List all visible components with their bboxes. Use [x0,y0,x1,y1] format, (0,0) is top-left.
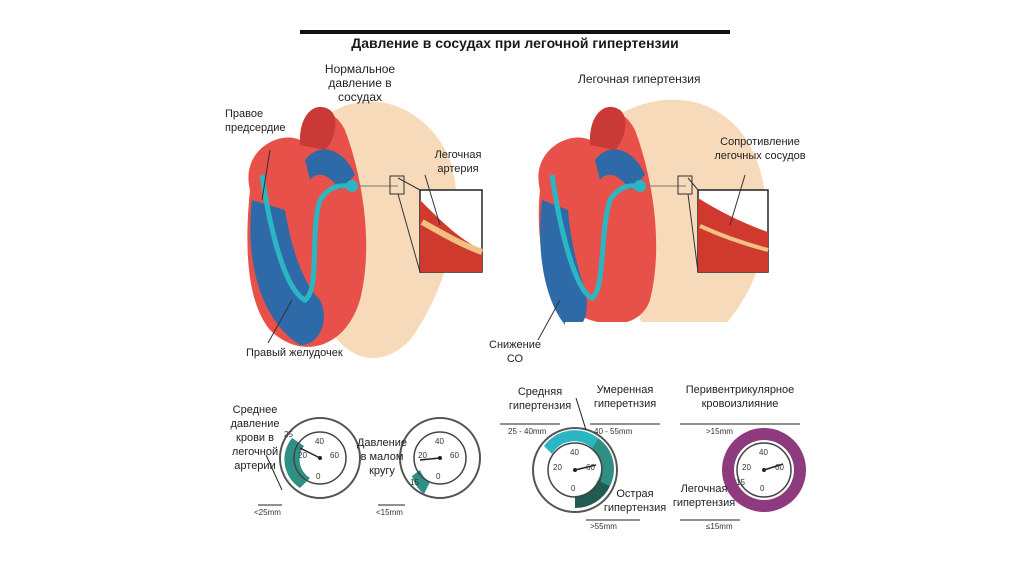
normal-heading: Нормальное давление в сосудах [305,62,415,104]
g2-mark: 15 [410,478,419,487]
g2-tick-60: 60 [450,451,459,460]
right-atrium-line2: предсердие [225,122,286,134]
pulmonary-artery-line1: Легочная [434,149,482,161]
periventricular-label: Перивентрикулярное кровоизлияние [680,383,800,411]
small-circle-line1: Давление [356,437,408,449]
co-line1: Снижение [489,339,541,351]
right-ventricle-shape-2 [540,200,587,330]
medium-range: 40 - 55mm [594,427,633,436]
medium-label: Умеренная гиперетнзия [585,383,665,411]
moderate-label: Средняя гипертензия [500,385,580,413]
co-decrease-label: Снижение СО [485,338,545,366]
g1-tick-0: 0 [316,472,321,481]
resistance-line2: легочных сосудов [714,150,806,162]
g4-tick-40: 40 [759,448,768,457]
gauge-periventricular [680,423,806,521]
hypertension-heading: Легочная гипертензия [578,72,701,86]
medium-line1: Умеренная [596,384,654,396]
lower-range: ≤15mm [706,522,733,531]
normal-heading-line1: Нормальное [324,62,396,76]
pa-mean-line1: Среднее [232,404,278,416]
g4-tick-20: 20 [742,463,751,472]
g3-tick-20: 20 [553,463,562,472]
co-line2: СО [506,353,524,365]
hypertension-heart-illustration [537,99,769,370]
resistance-label: Сопротивление легочных сосудов [710,135,810,163]
pulmonary-trunk-shape [305,149,355,190]
pulmonary-artery-label: Легочная артерия [418,148,498,176]
moderate-line2: гипертензия [508,400,572,412]
periventricular-line2: кровоизлияние [701,398,779,410]
lower-hypertension-label: Легочная гипертензия [664,482,744,510]
acute-line1: Острая [616,488,654,500]
small-circle-note: <15mm [376,508,403,517]
lower-line1: Легочная [680,483,728,495]
right-atrium-label: Правое предсердие [225,107,295,135]
gauge-pa-mean [258,417,361,506]
g2-tick-40: 40 [435,437,444,446]
g3-tick-0: 0 [571,484,576,493]
pa-mean-line5: артерии [234,460,276,472]
lower-line2: гипертензия [672,497,736,509]
catheter-line [259,174,353,303]
periventricular-upper-range: >15mm [706,427,733,436]
pa-mean-line3: крови в [236,432,274,444]
g1-mark: 25 [284,430,293,439]
acute-label: Острая гипертензия [600,487,670,515]
small-circle-label: Давление в малом кругу [352,436,412,478]
gauge-hypertension [500,397,660,521]
aorta-shape [299,106,336,150]
periventricular-line1: Перивентрикулярное [685,384,795,396]
g3-tick-60: 60 [586,463,595,472]
acute-range: >55mm [590,522,617,531]
right-atrium-line1: Правое [225,108,264,120]
g1-tick-60: 60 [330,451,339,460]
pulmonary-artery-line2: артерия [437,163,479,175]
pa-mean-line4: легочной [231,446,279,458]
gauge-small-circle [378,417,481,506]
small-circle-line3: кругу [369,465,395,477]
resistance-line1: Сопротивление [720,136,800,148]
g1-tick-20: 20 [298,451,307,460]
pa-mean-label: Среднее давление крови в легочной артери… [222,403,288,473]
medium-line2: гиперетнзия [593,398,657,410]
g4-tick-60: 60 [775,463,784,472]
g3-tick-40: 40 [570,448,579,457]
small-circle-line2: в малом [360,451,404,463]
pa-mean-note: <25mm [254,508,281,517]
g1-tick-40: 40 [315,437,324,446]
acute-line2: гипертензия [603,502,667,514]
normal-heart-illustration [247,101,484,359]
g2-tick-20: 20 [418,451,427,460]
pa-mean-line2: давление [230,418,280,430]
normal-heading-line2: давление в сосудах [328,76,392,104]
moderate-line1: Средняя [517,386,563,398]
page-title: Давление в сосудах при легочной гипертен… [300,30,730,52]
g4-mark: 15 [736,478,745,487]
right-ventricle-label: Правый желудочек [246,347,343,359]
moderate-range: 25 - 40mm [508,427,547,436]
g2-tick-0: 0 [436,472,441,481]
g4-tick-0: 0 [760,484,765,493]
